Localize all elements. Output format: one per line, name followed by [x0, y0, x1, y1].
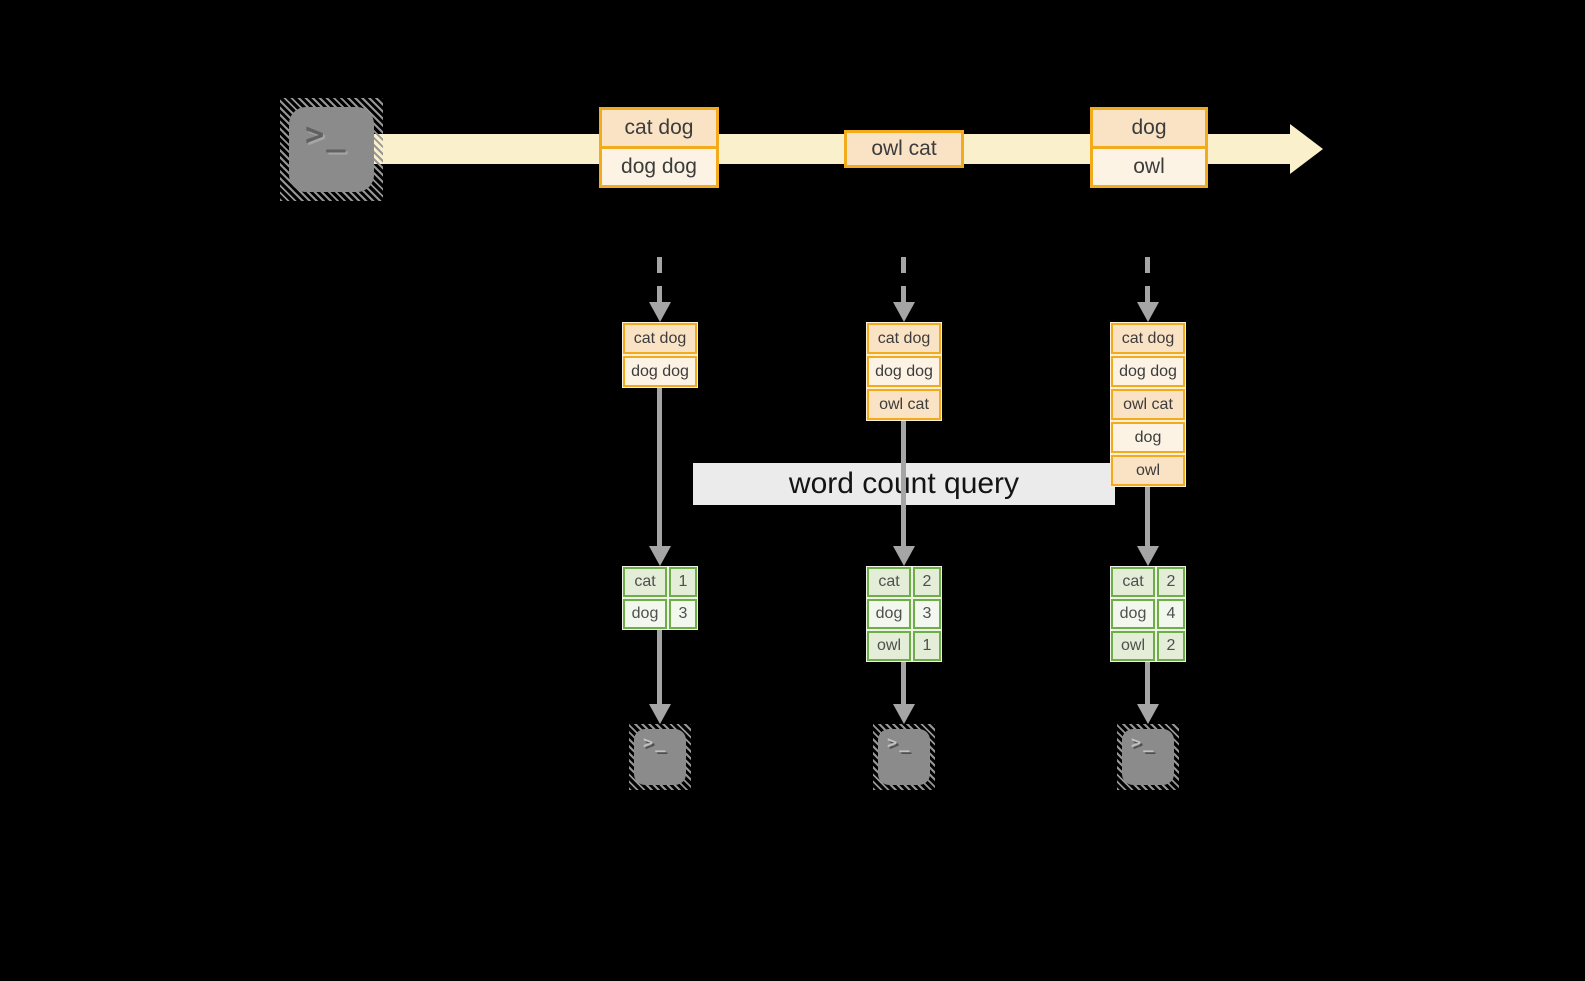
arrow-line [1145, 662, 1150, 706]
arrowhead-icon [893, 546, 915, 566]
buffer-record: dog dog [623, 356, 697, 387]
dashed-arrow-line [901, 257, 906, 303]
terminal-body: >_ [1122, 729, 1174, 785]
sink-terminal-icon-1: >_ [629, 724, 691, 790]
buffer-record: cat dog [623, 323, 697, 354]
buffer-record: cat dog [867, 323, 941, 354]
input-buffer-2: cat dog dog dog owl cat [866, 322, 942, 421]
word-cell: dog [867, 599, 911, 629]
terminal-body: >_ [878, 729, 930, 785]
dashed-arrow-line [657, 257, 662, 303]
stream-batch-3: dog owl [1090, 107, 1208, 188]
word-cell: owl [1111, 631, 1155, 661]
terminal-body: >_ [289, 107, 374, 192]
arrowhead-icon [649, 546, 671, 566]
count-cell: 1 [913, 631, 941, 661]
buffer-record: owl [1111, 455, 1185, 486]
count-cell: 3 [913, 599, 941, 629]
terminal-prompt-icon: >_ [643, 733, 668, 753]
buffer-record: dog dog [867, 356, 941, 387]
count-cell: 4 [1157, 599, 1185, 629]
stream-batch-1: cat dog dog dog [599, 107, 719, 188]
batch-record: owl cat [847, 133, 961, 165]
arrowhead-icon [1137, 704, 1159, 724]
arrowhead-icon [893, 302, 915, 322]
word-cell: cat [623, 567, 667, 597]
buffer-record: owl cat [1111, 389, 1185, 420]
terminal-prompt-icon: >_ [305, 115, 348, 153]
batch-record: dog [1093, 110, 1205, 146]
word-cell: owl [867, 631, 911, 661]
count-cell: 3 [669, 599, 697, 629]
source-terminal-icon: >_ [280, 98, 383, 201]
stream-arrowhead-icon [1290, 124, 1323, 174]
count-cell: 2 [1157, 567, 1185, 597]
arrow-line [657, 388, 662, 548]
count-cell: 2 [913, 567, 941, 597]
count-table-1: cat 1 dog 3 [622, 566, 698, 630]
count-cell: 1 [669, 567, 697, 597]
input-buffer-1: cat dog dog dog [622, 322, 698, 388]
buffer-record: cat dog [1111, 323, 1185, 354]
count-table-2: cat 2 dog 3 owl 1 [866, 566, 942, 662]
buffer-record: owl cat [867, 389, 941, 420]
word-cell: dog [623, 599, 667, 629]
word-cell: cat [1111, 567, 1155, 597]
terminal-body: >_ [634, 729, 686, 785]
input-buffer-3: cat dog dog dog owl cat dog owl [1110, 322, 1186, 487]
sink-terminal-icon-3: >_ [1117, 724, 1179, 790]
arrow-line [657, 630, 662, 706]
terminal-prompt-icon: >_ [1131, 733, 1156, 753]
buffer-record: dog [1111, 422, 1185, 453]
arrowhead-icon [893, 704, 915, 724]
arrowhead-icon [649, 704, 671, 724]
count-cell: 2 [1157, 631, 1185, 661]
buffer-record: dog dog [1111, 356, 1185, 387]
word-cell: cat [867, 567, 911, 597]
batch-record: cat dog [602, 110, 716, 146]
arrow-line [901, 662, 906, 706]
arrowhead-icon [649, 302, 671, 322]
word-cell: dog [1111, 599, 1155, 629]
batch-record: owl [1093, 149, 1205, 185]
dashed-arrow-line [1145, 257, 1150, 303]
arrow-line [901, 421, 906, 548]
batch-record: dog dog [602, 149, 716, 185]
arrowhead-icon [1137, 302, 1159, 322]
sink-terminal-icon-2: >_ [873, 724, 935, 790]
arrowhead-icon [1137, 546, 1159, 566]
count-table-3: cat 2 dog 4 owl 2 [1110, 566, 1186, 662]
stream-batch-2: owl cat [844, 130, 964, 168]
terminal-prompt-icon: >_ [887, 733, 912, 753]
arrow-line [1145, 487, 1150, 548]
